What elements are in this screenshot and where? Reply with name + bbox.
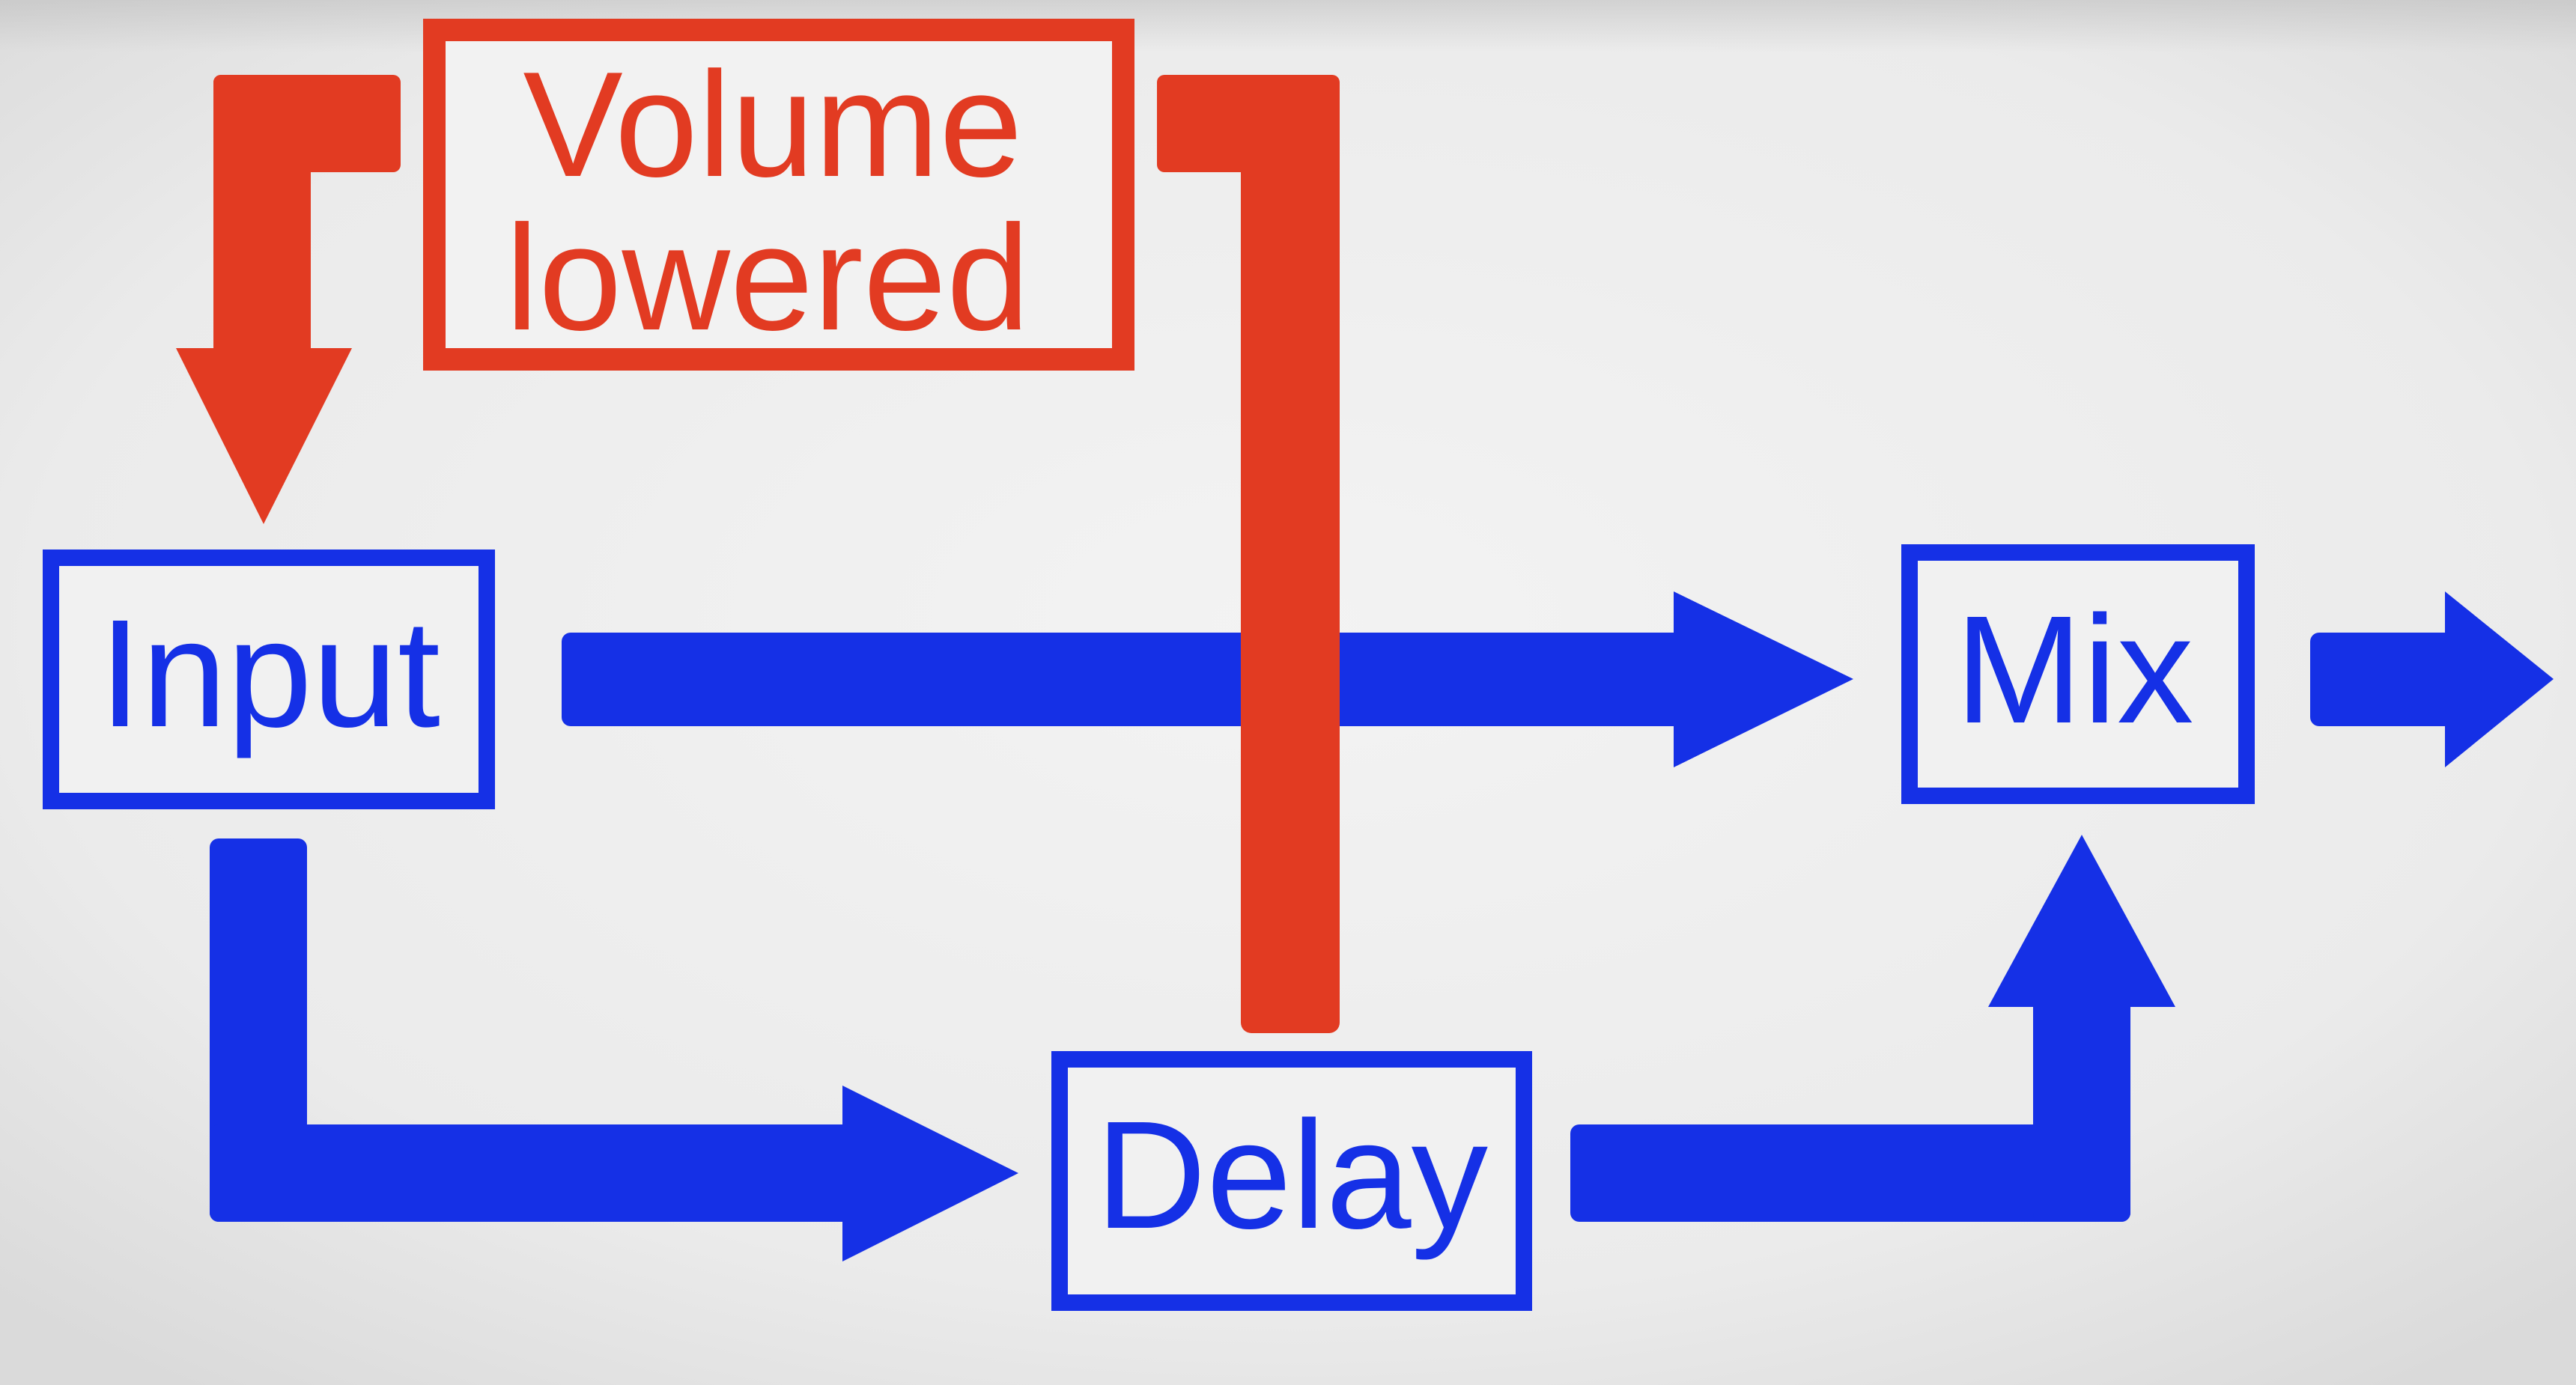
feedback-path — [176, 75, 1340, 1033]
feedback-arrowhead — [176, 348, 352, 524]
input-box: Input — [43, 550, 495, 809]
signal-path — [210, 591, 2554, 1261]
volume-box-label-line1: Volume — [523, 41, 1022, 208]
dry-arrow — [562, 591, 1853, 767]
input-to-delay-arrow — [210, 838, 1018, 1261]
volume-box: Volume lowered — [423, 19, 1134, 371]
delay-box-label: Delay — [1096, 1089, 1489, 1261]
volume-box-label-line2: lowered — [505, 195, 1030, 362]
delay-box: Delay — [1051, 1051, 1532, 1311]
mix-box: Mix — [1901, 544, 2255, 804]
top-shadow — [0, 0, 2576, 52]
mix-box-label: Mix — [1955, 584, 2194, 755]
output-arrow — [2310, 591, 2554, 767]
input-box-label: Input — [99, 588, 440, 759]
delay-to-mix-arrow — [1570, 835, 2175, 1222]
